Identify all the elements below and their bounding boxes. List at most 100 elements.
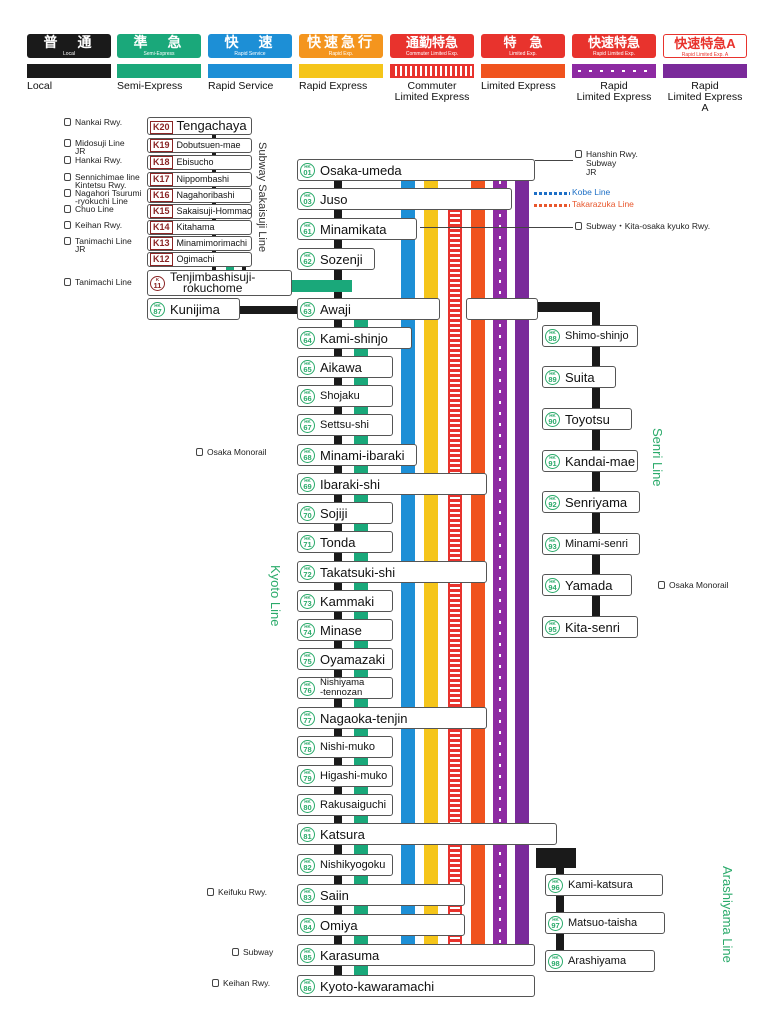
legend-sub-label: Limited Exp. xyxy=(509,51,537,57)
sakaisuji-transfer: Keihan Rwy. xyxy=(64,221,122,229)
legend-en-label: Local xyxy=(27,80,53,92)
kyoto-station-name: Settsu-shi xyxy=(320,419,369,431)
station-code-number: 66 xyxy=(303,393,312,403)
train-icon xyxy=(658,581,665,589)
sakaisuji-station-name: Minamimorimachi xyxy=(176,238,248,248)
station-code-prefix: HK xyxy=(304,948,311,954)
sakaisuji-transfer: Nagahori Tsurumi -ryokuchi Line xyxy=(64,189,141,205)
station-k11-transfer-text: Tanimachi Line xyxy=(75,277,132,287)
sakaisuji-transfer: Sennichimae line Kintetsu Rwy. xyxy=(64,173,140,189)
legend-en-label: Semi-Express xyxy=(117,80,183,92)
kyoto-transfer-text: Osaka Monorail xyxy=(207,447,267,457)
legend-swatch xyxy=(299,64,383,78)
sakaisuji-station-name: Sakaisuji-Hommachi xyxy=(176,206,252,216)
station-code-prefix: HK xyxy=(304,506,311,512)
sakaisuji-station-code: K14 xyxy=(150,221,173,234)
sakaisuji-transfer: Hankai Rwy. xyxy=(64,156,122,164)
train-icon xyxy=(64,173,71,181)
kyoto-station-name: Osaka-umeda xyxy=(320,162,402,178)
train-icon xyxy=(64,205,71,213)
kyoto-station-name: Saiin xyxy=(320,887,349,903)
train-icon xyxy=(64,189,71,197)
station-code-number: 81 xyxy=(303,831,312,841)
legend-swatch xyxy=(663,64,747,78)
legend-swatch xyxy=(208,64,292,78)
sakaisuji-station-code: K13 xyxy=(150,237,173,250)
station-code-number: 65 xyxy=(303,364,312,374)
kyoto-transfer-text: Hanshin Rwy. Subway JR xyxy=(586,149,638,177)
station-code-prefix: HK xyxy=(549,537,556,543)
station-code-prefix: HK xyxy=(552,878,559,884)
station-code-number: 95 xyxy=(548,624,557,634)
station-code-prefix: HK xyxy=(304,192,311,198)
sakaisuji-transfer-text: Sennichimae line Kintetsu Rwy. xyxy=(75,172,140,190)
station-code-prefix: HK xyxy=(304,418,311,424)
kyoto-transfer: Subway・Kita-osaka kyuko Rwy. xyxy=(575,222,710,231)
kobe-line-label: Kobe Line xyxy=(572,187,611,197)
legend-jp-label: 通勤特急 xyxy=(405,35,458,50)
station-code-number: 92 xyxy=(548,499,557,509)
sakaisuji-transfer-text: Midosuji Line JR xyxy=(75,138,125,156)
rapid-limited-express-a-line xyxy=(515,170,529,957)
awaji-senri-platform xyxy=(466,298,538,320)
senri-connector xyxy=(538,302,600,312)
legend-sub-label: Rapid Limited Exp. xyxy=(593,51,635,57)
station-code-number: 01 xyxy=(303,167,312,177)
kyoto-station-name: Nishikyogoku xyxy=(320,859,386,871)
kyoto-transfer: Keifuku Rwy. xyxy=(207,888,267,897)
station-code-number: 96 xyxy=(551,882,560,892)
sakaisuji-station-code: K18 xyxy=(150,156,173,169)
kyoto-station-name: Shojaku xyxy=(320,390,360,402)
station-code-number: 87 xyxy=(153,306,162,316)
kyoto-station-name: Sozenji xyxy=(320,251,363,267)
station-code-number: 85 xyxy=(303,952,312,962)
kyoto-transfer-text: Keihan Rwy. xyxy=(223,978,271,988)
kyoto-transfer: Keihan Rwy. xyxy=(212,979,270,988)
sakaisuji-transfer: Chuo Line xyxy=(64,205,114,213)
kyoto-station-name: Katsura xyxy=(320,826,365,842)
legend-swatch xyxy=(481,64,565,78)
station-code-prefix: HK xyxy=(304,477,311,483)
station-code-prefix: HK xyxy=(304,302,311,308)
sakaisuji-transfer-text: Nagahori Tsurumi -ryokuchi Line xyxy=(75,188,142,206)
legend-jp-label: 快速急行 xyxy=(307,34,375,50)
legend-en-label: Rapid Express xyxy=(299,80,368,92)
station-code-prefix: HK xyxy=(304,448,311,454)
station-code-number: 61 xyxy=(303,226,312,236)
legend-en-label: Rapid Limited Express xyxy=(576,80,652,103)
train-icon xyxy=(64,156,71,164)
kyoto-station-name: Kammaki xyxy=(320,593,375,609)
